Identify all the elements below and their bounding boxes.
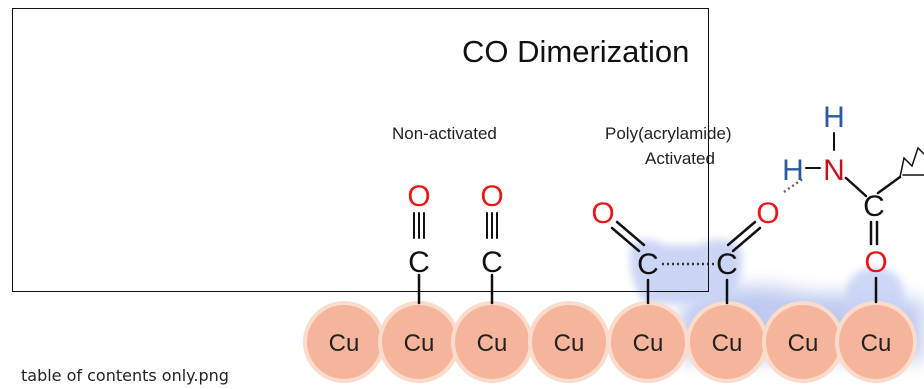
atom-c: C <box>637 248 659 281</box>
atom-h: H <box>823 101 845 134</box>
label-poly-acrylamide: Poly(acrylamide) <box>605 124 732 143</box>
atom-c: C <box>863 190 885 223</box>
cu-atom <box>839 305 913 379</box>
atom-n: N <box>823 154 845 187</box>
file-name-label: table of contents only.png <box>21 366 229 385</box>
cu-atom <box>766 305 840 379</box>
atom-c: C <box>481 246 503 279</box>
selection-rectangle[interactable] <box>12 8 709 292</box>
cu-atom <box>382 305 456 379</box>
atom-o: O <box>864 246 887 279</box>
cu-atom-row: Cu Cu Cu Cu Cu Cu Cu Cu <box>303 301 917 383</box>
cu-atom-label: Cu <box>554 330 585 357</box>
cu-atom <box>611 305 685 379</box>
cu-atom <box>690 305 764 379</box>
atom-o: O <box>756 197 779 230</box>
dimer-glow <box>630 239 743 304</box>
label-non-activated: Non-activated <box>392 124 497 143</box>
cu-atom <box>455 305 529 379</box>
atom-c: C <box>408 246 430 279</box>
cu-atom-label: Cu <box>788 330 819 357</box>
cu-atom-label: Cu <box>329 330 360 357</box>
atom-o: O <box>480 180 503 213</box>
atom-h: H <box>782 154 804 187</box>
atom-o: O <box>591 197 614 230</box>
label-activated: Activated <box>645 149 715 168</box>
atom-o: O <box>407 180 430 213</box>
cu-atom-label: Cu <box>861 330 892 357</box>
cu-atom <box>532 305 606 379</box>
cu-atom-label: Cu <box>477 330 508 357</box>
dotted-bonds <box>662 176 805 266</box>
cu-atom-label: Cu <box>712 330 743 357</box>
cu-atom-label: Cu <box>633 330 664 357</box>
cu-atom <box>307 305 381 379</box>
figure-title: CO Dimerization <box>462 34 689 69</box>
cu-atom-label: Cu <box>404 330 435 357</box>
atom-c: C <box>716 248 738 281</box>
